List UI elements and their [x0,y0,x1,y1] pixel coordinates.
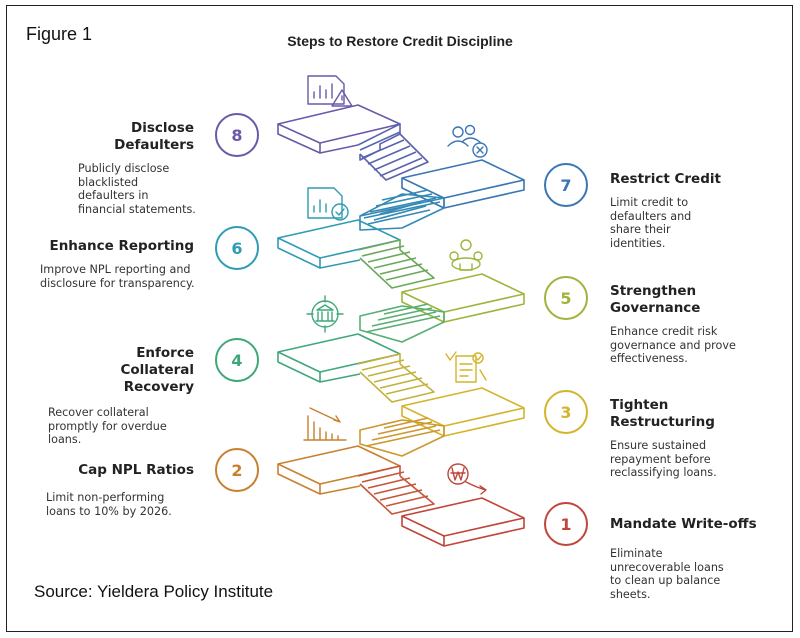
step-5-title: Strengthen Governance [610,283,701,316]
won-arrow-down-icon [447,463,487,495]
stairs-3-2 [359,417,445,457]
step-1-number: 1 [560,515,571,534]
stairs-6-5 [357,239,435,289]
step-3-number: 3 [560,403,571,422]
step-8-number: 8 [231,126,242,145]
step-8-description: Publicly disclose blacklisted defaulters… [78,162,196,216]
step-5-circle: 5 [544,276,588,320]
step-8-text: Disclose Defaulters Publicly disclose bl… [50,120,196,216]
users-block-icon [447,124,488,158]
step-7-text: Restrict Credit Limit credit to defaulte… [610,171,760,250]
checklist-document-icon [445,351,487,383]
number-circles: 8 7 6 5 4 3 2 1 [215,113,588,546]
platform-8 [277,104,401,154]
step-3-circle: 3 [544,390,588,434]
step-1-title: Mandate Write-offs [610,516,757,532]
step-5-number: 5 [560,289,571,308]
step-2-number: 2 [231,461,242,480]
stairs-8-7 [357,123,429,181]
step-3-text: Tighten Restructuring Ensure sustained r… [610,397,760,480]
step-2-text: Cap NPL Ratios Limit non-performing loan… [20,462,194,518]
step-6-title: Enhance Reporting [49,238,194,254]
step-4-description: Recover collateral promptly for overdue … [48,406,167,446]
stairs-7-6 [359,189,445,231]
figure-frame [6,5,793,632]
bank-target-icon [306,295,344,333]
step-6-description: Improve NPL reporting and disclosure for… [40,263,195,290]
step-3-description: Ensure sustained repayment before reclas… [610,439,717,479]
step-6-number: 6 [231,239,242,258]
stairs-2-1 [357,465,435,515]
step-4-circle: 4 [215,338,259,382]
step-8-circle: 8 [215,113,259,157]
step-3-title: Tighten Restructuring [610,397,715,430]
step-1-circle: 1 [544,502,588,546]
step-4-title: Enforce Collateral Recovery [120,345,194,395]
report-warning-icon [307,75,353,107]
step-6-text: Enhance Reporting Improve NPL reporting … [20,238,195,290]
step-4-number: 4 [231,351,242,370]
stairs-4-3 [357,353,435,403]
step-7-title: Restrict Credit [610,171,721,187]
step-2-title: Cap NPL Ratios [78,462,194,478]
platform-1 [401,497,525,547]
step-1-text: Mandate Write-offs Eliminate unrecoverab… [610,516,780,601]
step-5-text: Strengthen Governance Enhance credit ris… [610,283,760,366]
step-5-description: Enhance credit risk governance and prove… [610,325,736,365]
step-2-circle: 2 [215,448,259,492]
meeting-table-icon [449,239,483,271]
step-7-number: 7 [560,176,571,195]
step-1-description: Eliminate unrecoverable loans to clean u… [610,547,724,601]
report-check-icon [307,187,349,221]
step-7-description: Limit credit to defaulters and share the… [610,196,692,250]
step-2-description: Limit non-performing loans to 10% by 202… [46,491,172,518]
declining-bar-chart-icon [303,407,347,441]
diagram-title: Steps to Restore Credit Discipline [287,33,513,49]
step-7-circle: 7 [544,163,588,207]
stairs-5-4 [359,303,445,343]
figure-label: Figure 1 [26,24,93,44]
source-caption: Source: Yieldera Policy Institute [34,582,274,601]
step-4-text: Enforce Collateral Recovery Recover coll… [48,345,194,447]
step-8-title: Disclose Defaulters [114,120,194,153]
step-6-circle: 6 [215,226,259,270]
